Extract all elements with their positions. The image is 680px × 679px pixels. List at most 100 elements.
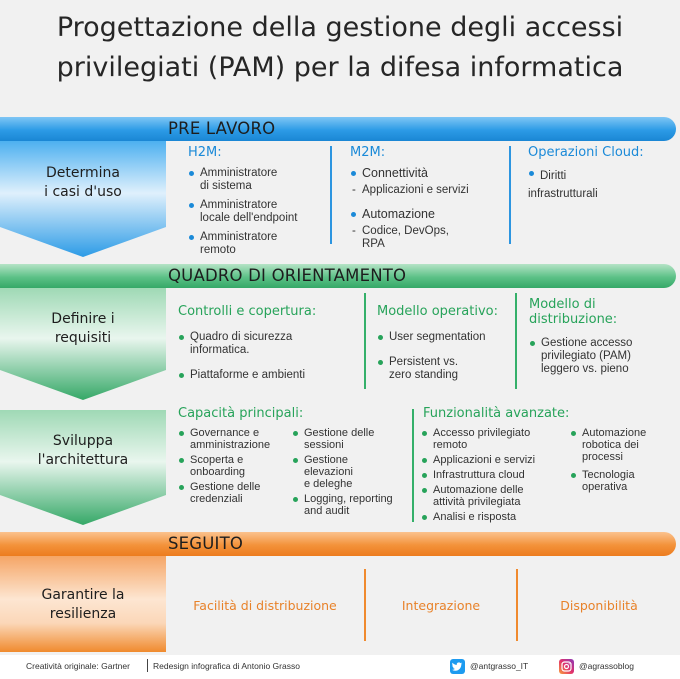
- controlli-column: Controlli e copertura: Quadro di sicurez…: [178, 305, 358, 388]
- item-text: remoto: [200, 244, 236, 256]
- item-text: Automazione: [582, 427, 647, 439]
- list-item: Infrastruttura cloud: [421, 469, 571, 481]
- item-text: Codice, DevOps,: [362, 225, 449, 237]
- capacita-title: Capacità principali:: [178, 406, 304, 421]
- step-garantire-line-2: resilienza: [49, 606, 117, 622]
- title-line-1: Progettazione della gestione degli acces…: [56, 12, 624, 43]
- resilience-item: Facilità di distribuzione: [193, 597, 337, 613]
- footer-credit-original: Creatività originale: Gartner: [26, 661, 130, 671]
- m2m-title: M2M:: [350, 145, 386, 160]
- list-item: Diritti infrastrutturali: [528, 167, 673, 203]
- item-text: Gestione delle: [190, 481, 261, 493]
- item-text: Automazione delle: [433, 484, 524, 496]
- step-sviluppa-line-1: Sviluppa: [52, 433, 114, 449]
- step-definire-line-1: Definire i: [51, 311, 115, 327]
- divider: [515, 293, 517, 389]
- twitter-icon[interactable]: [450, 659, 465, 674]
- avanzate-column: Funzionalità avanzate:: [423, 407, 673, 426]
- title-text: Modello di: [529, 297, 596, 312]
- item-text: remoto: [433, 439, 468, 451]
- avanzate-title: Funzionalità avanzate:: [423, 406, 570, 421]
- item-text: elevazioni: [304, 466, 353, 478]
- title-text: distribuzione:: [529, 312, 618, 327]
- footer-credit-redesign: Redesign infografica di Antonio Grasso: [153, 661, 300, 671]
- item-text: privilegiato (PAM): [541, 350, 631, 362]
- divider: [364, 293, 366, 389]
- m2m-column: M2M: Connettività Applicazioni e servizi…: [350, 146, 500, 257]
- m2m-group-2-sub: Codice, DevOps,RPA: [350, 225, 500, 251]
- item-text: Accesso privilegiato: [433, 427, 531, 439]
- item-text: amministrazione: [190, 439, 271, 451]
- step-definire: Definire i requisiti: [0, 310, 166, 348]
- architettura-chevron: [0, 410, 166, 525]
- modello-op-title: Modello operativo:: [377, 304, 498, 319]
- item-text: Scoperta e: [190, 454, 244, 466]
- item-text: di sistema: [200, 180, 252, 192]
- pre-lavoro-bar: [0, 117, 676, 141]
- title-line-2: privilegiati (PAM) per la difesa informa…: [56, 52, 624, 83]
- list-item: User segmentation: [377, 331, 512, 344]
- item-text: credenziali: [190, 493, 243, 505]
- divider: [364, 569, 366, 641]
- m2m-group-1-sub: Applicazioni e servizi: [350, 184, 500, 197]
- seguito-label: SEGUITO: [168, 534, 244, 553]
- step-determina-line-1: Determina: [46, 165, 120, 181]
- instagram-icon[interactable]: [559, 659, 574, 674]
- modello-op-column: Modello operativo: User segmentation Per…: [377, 305, 512, 388]
- item-text: infrastrutturali: [528, 188, 598, 200]
- quadro-bar: [0, 264, 676, 288]
- page-title: Progettazione della gestione degli acces…: [0, 8, 680, 88]
- item-text: sessioni: [304, 439, 344, 451]
- item-text: Tecnologia: [582, 469, 635, 481]
- item-text: Quadro di sicurezza: [190, 331, 293, 343]
- list-item: Analisi e risposta: [421, 511, 571, 523]
- list-item: Persistent vs.zero standing: [377, 356, 512, 382]
- step-sviluppa: Sviluppa l'architettura: [0, 432, 166, 470]
- item-text: leggero vs. pieno: [541, 363, 629, 375]
- instagram-handle[interactable]: @agrassoblog: [579, 661, 634, 671]
- m2m-group-2: Automazione: [350, 208, 500, 221]
- item-text: Diritti: [540, 170, 567, 182]
- resilience-item: Disponibilità: [560, 597, 638, 613]
- item-text: informatica.: [190, 344, 250, 356]
- m2m-group-1: Connettività: [350, 167, 500, 180]
- step-determina-line-2: i casi d'uso: [44, 184, 122, 200]
- item-text: processi: [582, 451, 623, 463]
- seguito-row: Facilità di distribuzione Integrazione D…: [166, 569, 680, 641]
- item-text: zero standing: [389, 369, 459, 381]
- capacita-column: Capacità principali:: [178, 407, 408, 426]
- item-text: Logging, reporting: [304, 493, 393, 505]
- divider: [330, 146, 332, 244]
- h2m-title: H2M:: [188, 145, 222, 160]
- footer: Creatività originale: Gartner Redesign i…: [0, 655, 680, 679]
- resilience-item: Integrazione: [401, 597, 481, 613]
- footer-separator: [147, 659, 148, 672]
- item-text: e deleghe: [304, 478, 353, 490]
- step-garantire-line-1: Garantire la: [41, 587, 125, 603]
- item-text: Amministratore: [200, 231, 278, 243]
- twitter-handle[interactable]: @antgrasso_IT: [470, 661, 529, 671]
- item-text: operativa: [582, 481, 628, 493]
- controlli-title: Controlli e copertura:: [178, 304, 317, 319]
- list-item: Piattaforme e ambienti: [178, 369, 358, 382]
